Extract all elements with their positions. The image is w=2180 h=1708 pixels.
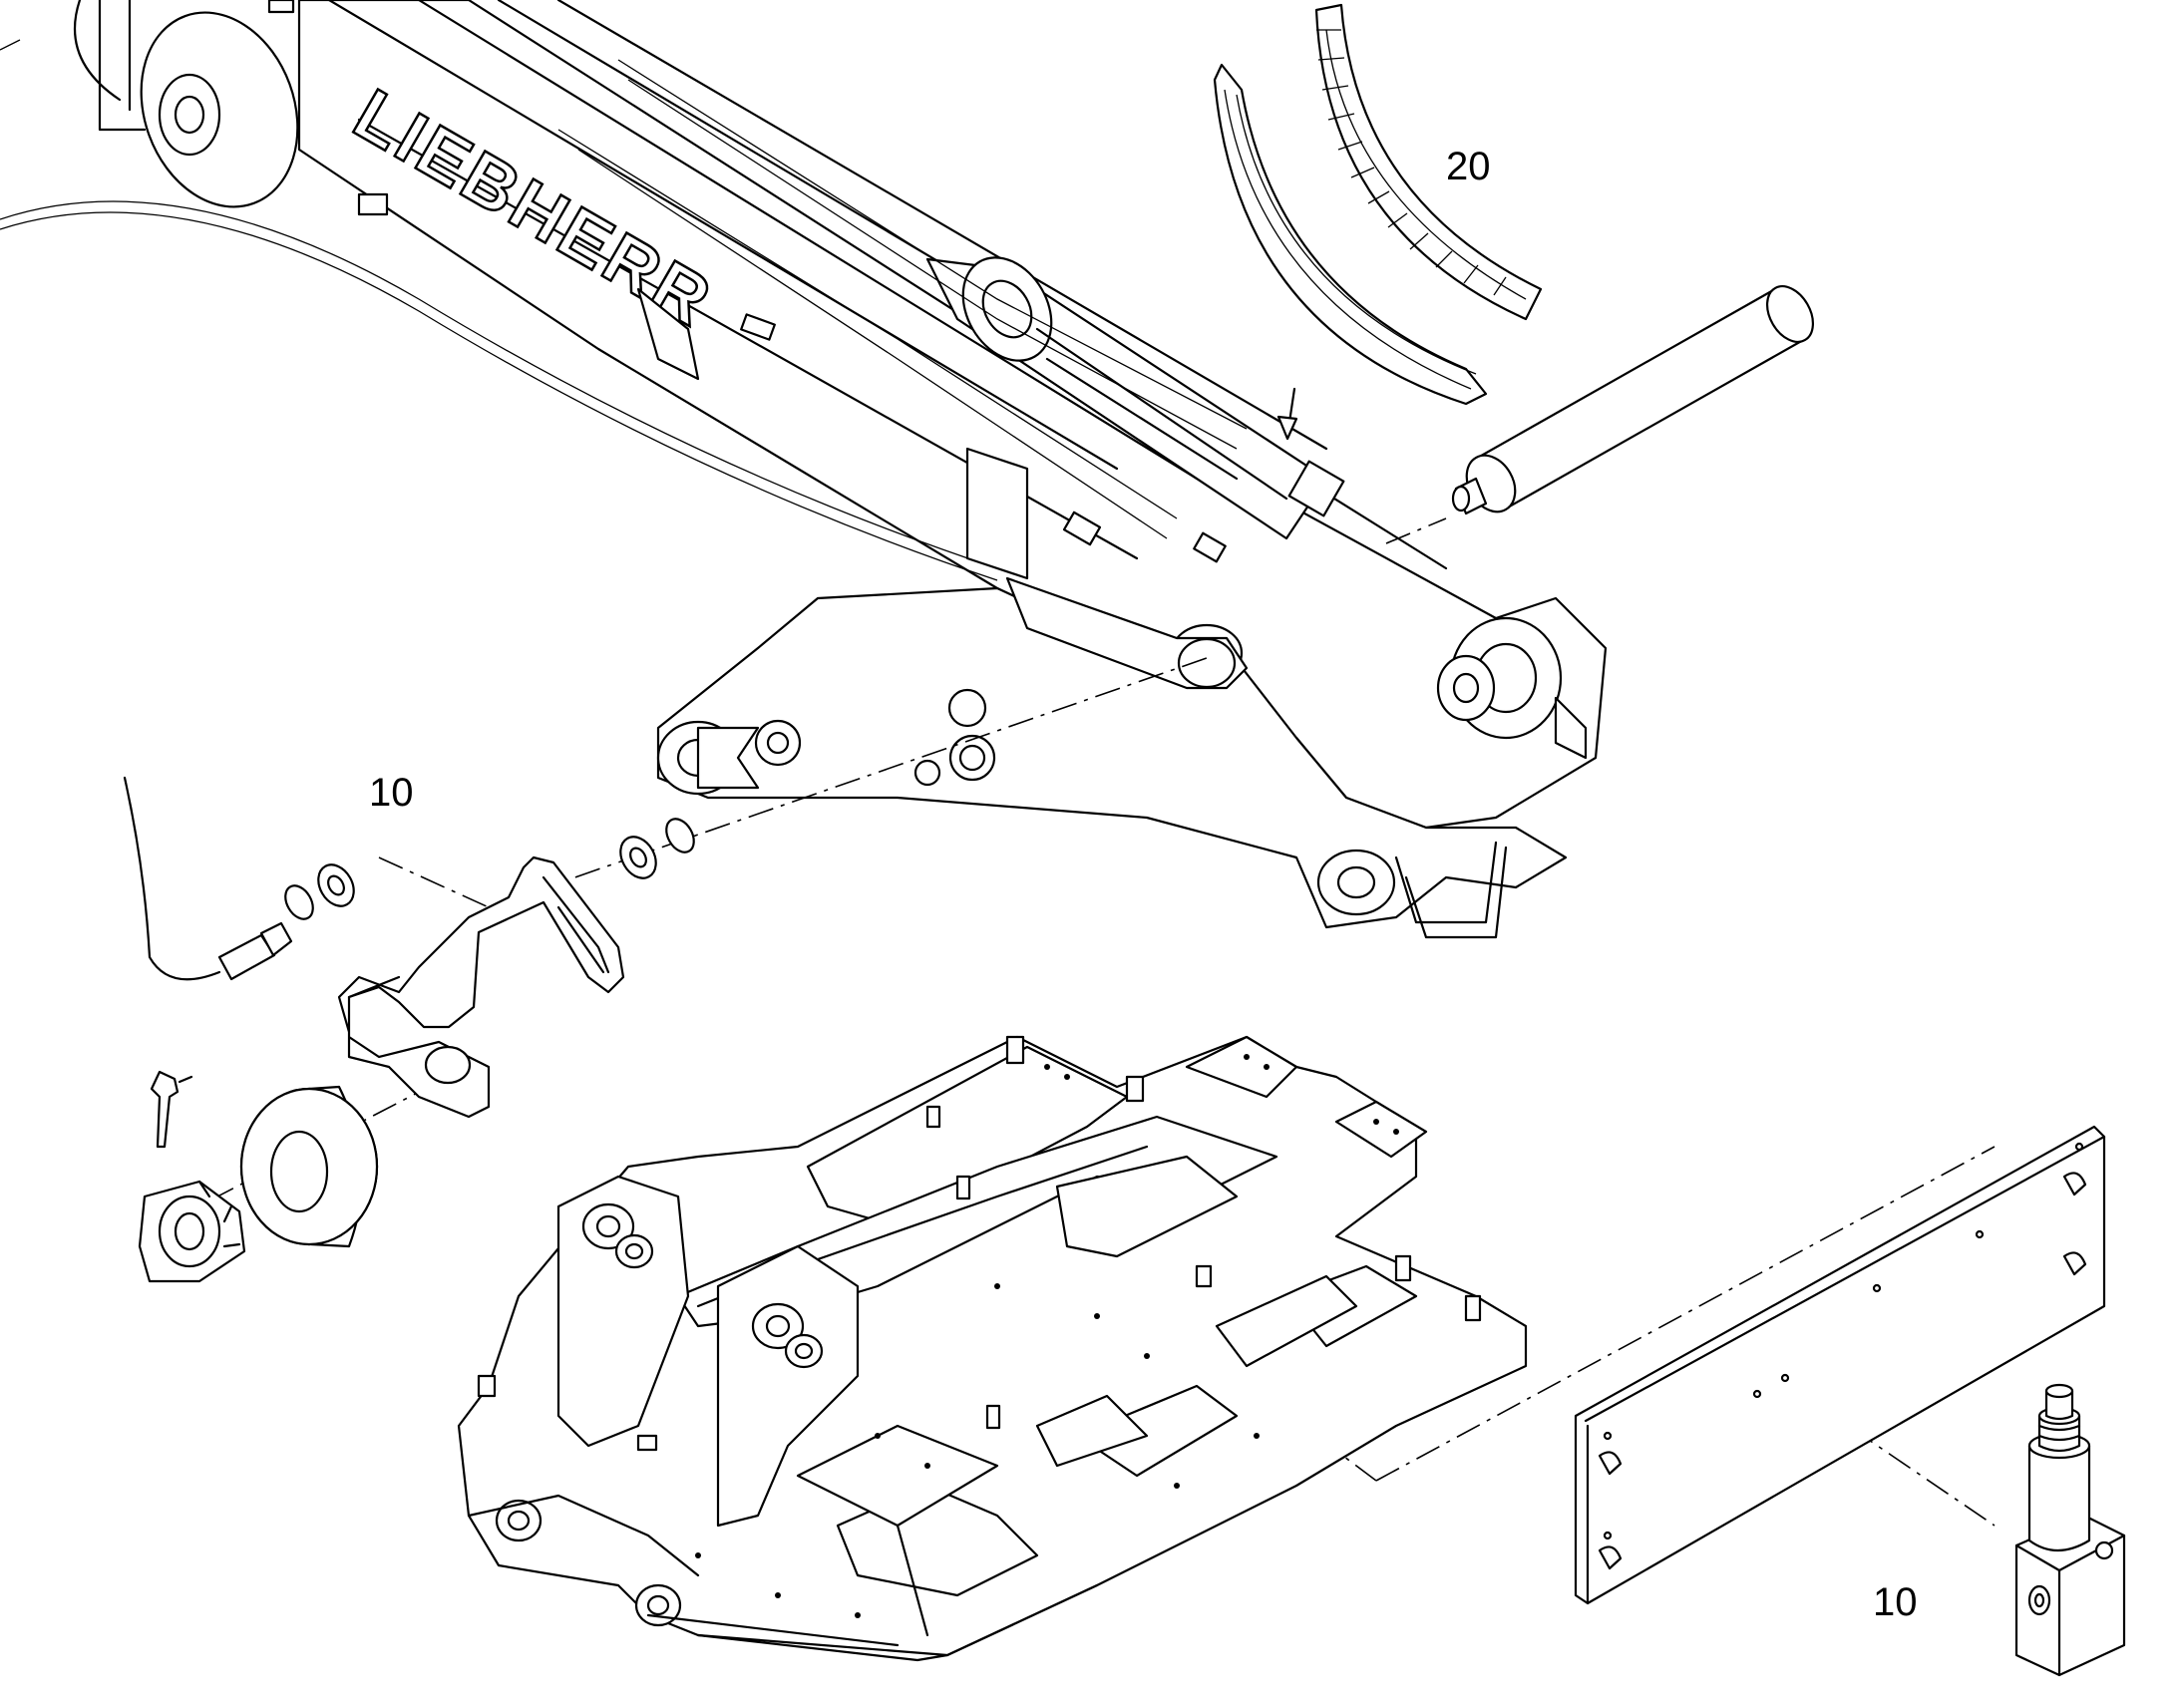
pivot-pin xyxy=(1451,285,1815,515)
callout-10-plate: 10 xyxy=(1873,1580,1918,1624)
undercarriage-frame xyxy=(457,1035,1528,1662)
stop-bracket-assembly: 10 xyxy=(123,771,695,1283)
callout-10-bracket: 10 xyxy=(369,771,414,815)
sensor-plate-assembly: 10 xyxy=(1574,1125,2106,1624)
segment-blocks xyxy=(1316,29,1507,296)
callout-20: 20 xyxy=(1446,145,1491,188)
pressure-switch-block xyxy=(2014,1383,2126,1677)
wear-segment-ring: 20 xyxy=(1213,3,1543,441)
